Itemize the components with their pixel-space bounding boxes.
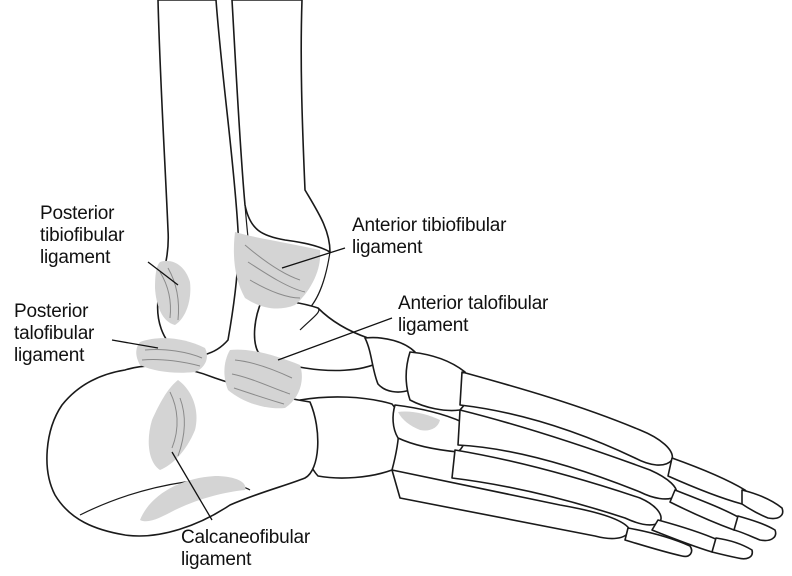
label-posterior-talofibular: Posterior talofibular ligament bbox=[14, 301, 94, 367]
label-anterior-talofibular: Anterior talofibular ligament bbox=[398, 293, 548, 337]
phalanx-1-distal bbox=[742, 490, 783, 519]
tibia bbox=[232, 0, 330, 252]
phalanx-2-distal bbox=[734, 516, 776, 541]
label-posterior-tibiofibular: Posterior tibiofibular ligament bbox=[40, 203, 124, 269]
phalanx-3-distal bbox=[712, 538, 752, 559]
label-calcaneofibular: Calcaneofibular ligament bbox=[181, 527, 310, 571]
label-anterior-tibiofibular: Anterior tibiofibular ligament bbox=[352, 215, 506, 259]
